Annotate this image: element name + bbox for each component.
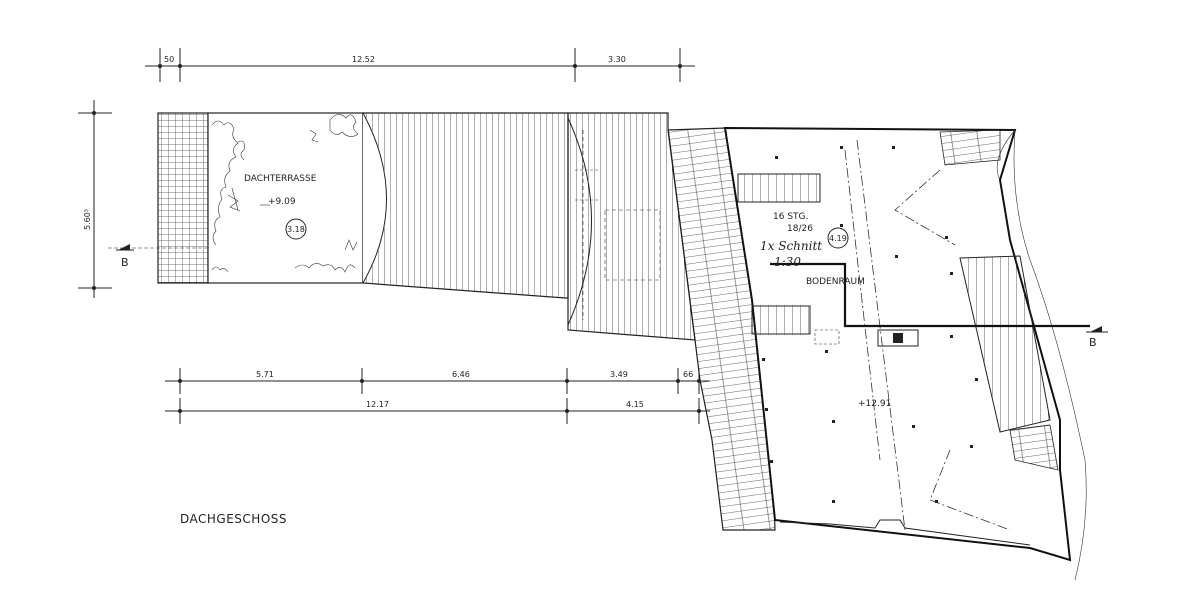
attic-name: BODENRAUM	[806, 277, 865, 287]
dim-bottom-1-3: 66	[683, 370, 693, 379]
dimension-line-left: 5.60³	[78, 100, 112, 298]
dim-left: 5.60³	[83, 209, 92, 230]
dim-bottom-2-0: 12.17	[366, 400, 389, 409]
plan-title: DACHGESCHOSS	[180, 512, 287, 526]
dim-bottom-1-0: 5.71	[256, 370, 274, 379]
terrace-name: DACHTERRASSE	[244, 174, 317, 184]
attic-note-2: 1:30	[774, 255, 801, 269]
attic-room: 16 STG. 18/26 1x Schnitt 1:30 4.19 BODEN…	[723, 126, 1090, 581]
dim-top-1: 12.52	[352, 55, 375, 64]
dim-bottom-1-1: 6.46	[452, 370, 470, 379]
dimension-line-bottom-1: 5.71 6.46 3.49 66	[165, 368, 710, 394]
attic-stairs: 16 STG.	[773, 212, 808, 222]
dim-bottom-1-2: 3.49	[610, 370, 628, 379]
terrace-room-number: 3.18	[287, 225, 305, 234]
section-marker-right: B	[1086, 326, 1108, 349]
attic-stairs-ratio: 18/26	[787, 224, 813, 234]
section-marker-right-label: B	[1089, 336, 1097, 349]
section-marker-left-label: B	[121, 256, 129, 269]
rafter-marks	[762, 146, 978, 503]
roof-center	[362, 112, 696, 341]
dim-bottom-2-1: 4.15	[626, 400, 644, 409]
room-number-circle-terrace	[285, 218, 307, 240]
room-number-circle-attic	[827, 227, 849, 249]
attic-note-1: 1x Schnitt	[760, 239, 822, 253]
dim-top-0: 50	[164, 55, 174, 64]
terrace-wing: DACHTERRASSE +9.09 3.18	[108, 112, 364, 284]
planting-shrubs	[211, 114, 359, 273]
section-line	[770, 262, 1090, 328]
dim-top-2: 3.30	[608, 55, 626, 64]
terrace-level: +9.09	[268, 197, 296, 207]
dimension-line-bottom-2: 12.17 4.15	[165, 398, 710, 424]
attic-level: +12.91	[858, 399, 891, 409]
dimension-line-top: 50 12.52 3.30	[145, 48, 695, 82]
section-marker-left: B	[116, 244, 134, 269]
attic-room-number: 4.19	[829, 234, 847, 243]
